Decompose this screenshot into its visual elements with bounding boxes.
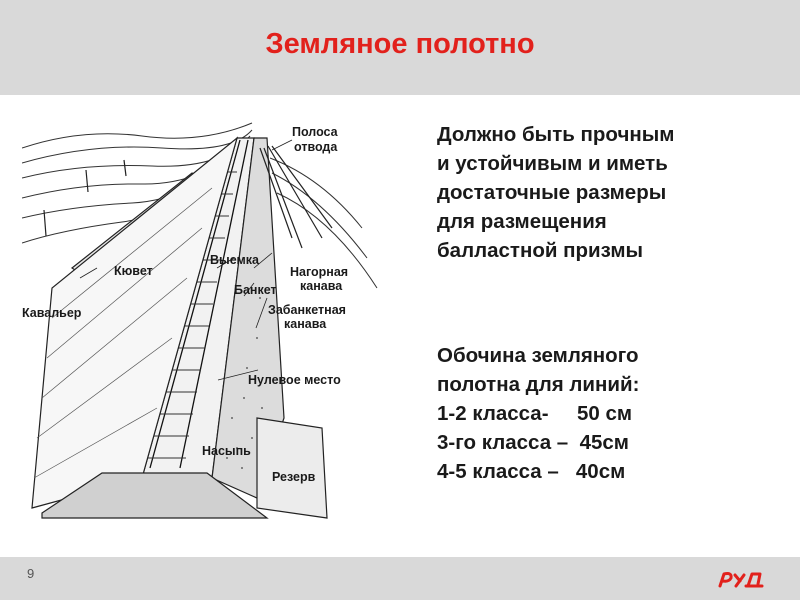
label-kanava-2: канава	[284, 317, 327, 331]
requirements-line: и устойчивым и иметь	[437, 152, 668, 175]
label-nulevoe-mesto: Нулевое место	[248, 373, 341, 387]
label-polosa: Полоса	[292, 125, 339, 139]
header-bar	[0, 0, 800, 95]
label-nasyp: Насыпь	[202, 444, 251, 458]
label-kanava-1: канава	[300, 279, 343, 293]
shoulder-class-1-2: 1-2 класса- 50 см	[437, 402, 633, 425]
shoulder-class-4-5: 4-5 класса – 40см	[437, 460, 626, 483]
shoulder-line: Обочина земляного	[437, 344, 639, 367]
shoulder-line: полотна для линий:	[437, 373, 640, 396]
label-zabanketnaya: Забанкетная	[268, 303, 346, 317]
footer-bar	[0, 557, 800, 600]
subgrade-drawing: Полоса отвода Кювет Выемка Нагорная кана…	[22, 122, 378, 519]
requirements-line: для размещения	[437, 210, 607, 233]
page-number: 9	[27, 566, 35, 581]
rzd-logo-icon	[718, 572, 764, 588]
rzd-logo	[716, 568, 766, 590]
label-rezerv: Резерв	[272, 470, 316, 484]
requirements-line: балластной призмы	[437, 239, 644, 262]
label-nagornaya: Нагорная	[290, 265, 348, 279]
shoulder-class-3: 3-го класса – 45см	[437, 431, 629, 454]
label-otvoda: отвода	[294, 140, 338, 154]
requirements-text: Должно быть прочным и устойчивым и иметь…	[437, 120, 777, 265]
label-kyuvet: Кювет	[114, 264, 153, 278]
label-vyemka: Выемка	[210, 253, 260, 267]
label-kavaler: Кавальер	[22, 306, 82, 320]
requirements-line: достаточные размеры	[437, 181, 667, 204]
requirements-line: Должно быть прочным	[437, 123, 675, 146]
railway-subgrade-illustration: Полоса отвода Кювет Выемка Нагорная кана…	[22, 118, 382, 538]
label-banket: Банкет	[234, 283, 277, 297]
slide-title: Земляное полотно	[265, 28, 535, 60]
shoulder-width-text: Обочина земляного полотна для линий: 1-2…	[437, 341, 777, 486]
